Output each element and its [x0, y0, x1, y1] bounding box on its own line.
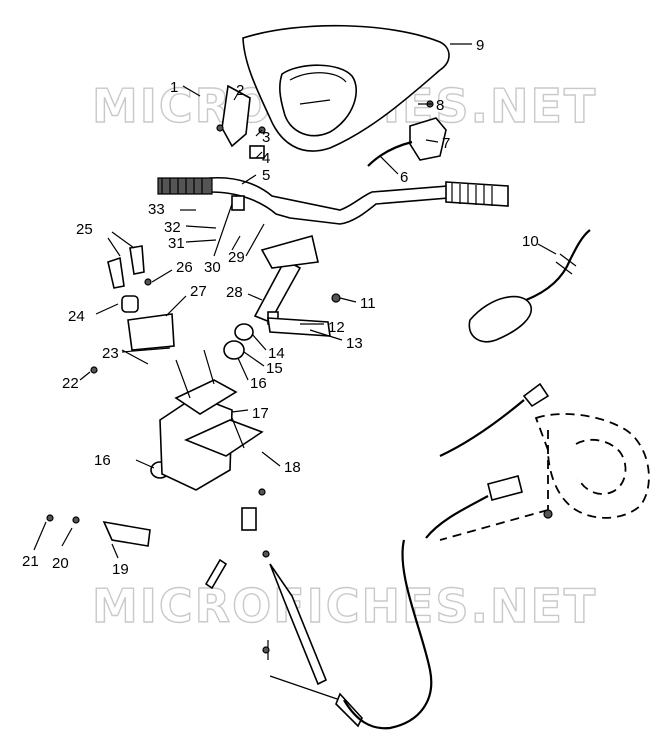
callout-21: 21 — [22, 553, 39, 570]
callout-3: 3 — [262, 129, 270, 146]
callout-2: 2 — [236, 82, 244, 99]
callout-7: 7 — [442, 135, 450, 152]
callout-13: 13 — [346, 335, 363, 352]
throttle-housing — [367, 100, 447, 167]
callout-15: 15 — [266, 360, 283, 377]
callout-numbers: 1 2 3 4 5 6 7 8 9 10 11 12 13 14 15 16 1… — [22, 37, 539, 578]
steering-bracket — [159, 349, 264, 491]
callout-11: 11 — [360, 295, 376, 312]
left-hardware — [90, 245, 175, 374]
callout-30: 30 — [204, 259, 221, 276]
callout-25: 25 — [76, 221, 93, 238]
callout-5: 5 — [262, 167, 270, 184]
callout-32: 32 — [164, 219, 181, 236]
callout-27: 27 — [190, 283, 207, 300]
callout-14: 14 — [268, 345, 285, 362]
callout-9: 9 — [476, 37, 484, 54]
callout-6: 6 — [400, 169, 408, 186]
callout-23: 23 — [102, 345, 119, 362]
handlebar-pad — [242, 24, 450, 152]
tether-cord — [468, 229, 591, 343]
handlebar — [157, 176, 509, 225]
callout-1: 1 — [170, 79, 178, 96]
callout-18: 18 — [284, 459, 301, 476]
watermark-bottom: MICROFICHES.NET — [92, 579, 597, 633]
callout-29: 29 — [228, 249, 245, 266]
callout-20: 20 — [52, 555, 69, 572]
callout-31: 31 — [168, 235, 185, 252]
tie-rod — [241, 488, 363, 728]
callout-22: 22 — [62, 375, 79, 392]
callout-33: 33 — [148, 201, 165, 218]
callout-26: 26 — [176, 259, 193, 276]
engine-outline — [439, 413, 650, 541]
steering-post — [253, 235, 319, 325]
link-arm — [46, 514, 228, 590]
throttle-cable — [343, 382, 550, 730]
callout-10: 10 — [522, 233, 539, 250]
callout-16-lower: 16 — [94, 452, 111, 469]
callout-28: 28 — [226, 284, 243, 301]
callout-16-upper: 16 — [250, 375, 267, 392]
callout-17: 17 — [252, 405, 269, 422]
callout-24: 24 — [68, 308, 85, 325]
leader-lines — [33, 43, 557, 559]
callout-4: 4 — [262, 150, 270, 167]
callout-8: 8 — [436, 97, 444, 114]
callout-12: 12 — [328, 319, 345, 336]
callout-19: 19 — [112, 561, 129, 578]
